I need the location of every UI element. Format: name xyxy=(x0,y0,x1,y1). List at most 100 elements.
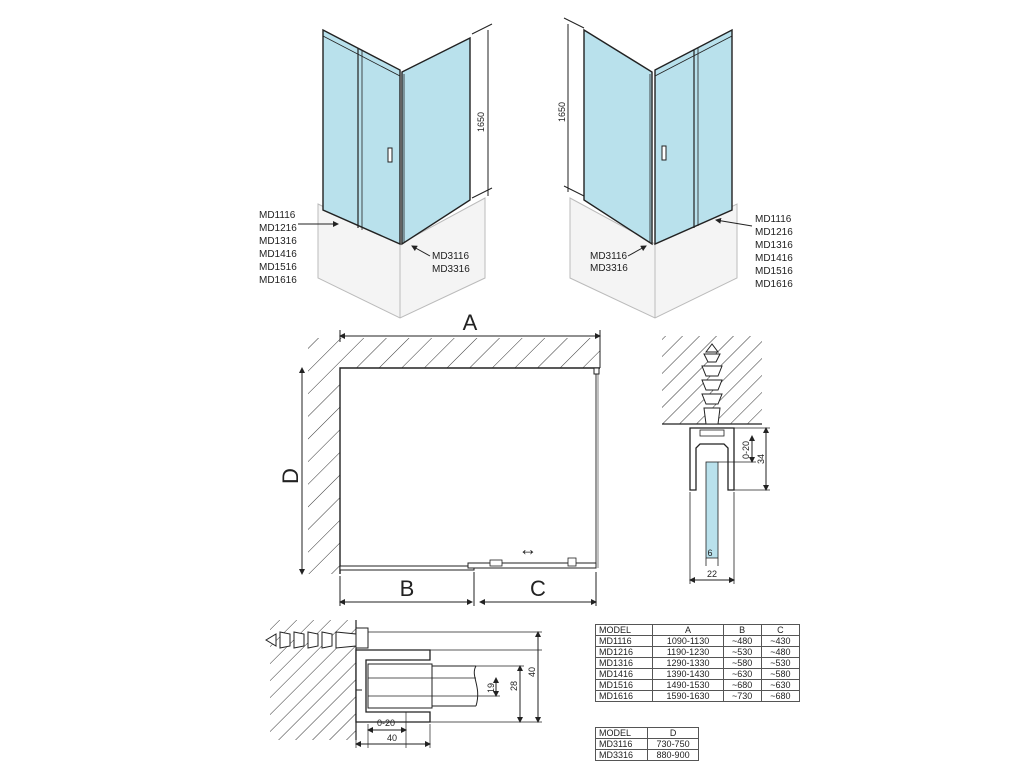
svg-text:MD3316: MD3316 xyxy=(590,263,628,274)
dimension-a: A xyxy=(463,310,478,335)
depth-19-dim: 19 xyxy=(486,683,496,693)
door-model-list-left: MD1116 MD1216 MD1316 MD1416 MD1516 MD161… xyxy=(259,210,297,286)
table-row: MD1316 1290-1330 ~580 ~530 xyxy=(594,657,801,669)
table-cell: 1590-1630 xyxy=(652,690,724,702)
svg-text:MD1316: MD1316 xyxy=(755,240,793,251)
profile-adjust-dim: 0-20 xyxy=(741,441,751,459)
svg-text:MD1516: MD1516 xyxy=(755,266,793,277)
table-cell: ~730 xyxy=(722,690,762,702)
svg-text:MD1116: MD1116 xyxy=(259,210,296,221)
table-row: MD1516 1490-1530 ~680 ~630 xyxy=(594,679,801,691)
depth-28-dim: 28 xyxy=(509,681,519,691)
table-cell: MD1416 xyxy=(594,668,654,680)
table-cell: MD3316 xyxy=(594,749,649,761)
table-row: MD1416 1390-1430 ~630 ~580 xyxy=(594,668,801,680)
svg-text:MD1416: MD1416 xyxy=(259,249,297,260)
door-handle-right xyxy=(661,145,667,161)
back-wall-hatch xyxy=(308,338,600,368)
svg-text:MD3116: MD3116 xyxy=(590,251,627,262)
dimension-c: C xyxy=(530,576,546,601)
column-header: A xyxy=(652,624,724,636)
svg-text:MD3316: MD3316 xyxy=(432,264,470,275)
table-row: MD1116 1090-1130 ~480 ~430 xyxy=(594,635,801,647)
table-cell: MD1316 xyxy=(594,657,654,669)
column-header: MODEL xyxy=(594,727,649,739)
wall-model-list-left: MD3116 MD3316 xyxy=(432,251,470,275)
svg-text:MD1116: MD1116 xyxy=(755,214,792,225)
dimension-b: B xyxy=(400,576,415,601)
table-cell: 1490-1530 xyxy=(652,679,724,691)
svg-text:MD1416: MD1416 xyxy=(755,253,793,264)
table-cell: ~680 xyxy=(722,679,762,691)
vertical-profile-detail: 34 0-20 6 22 xyxy=(662,336,770,584)
wall-anchor-plug xyxy=(701,343,723,425)
svg-text:MD3116: MD3116 xyxy=(432,251,469,262)
svg-text:MD1516: MD1516 xyxy=(259,262,297,273)
glass-door-panel-left xyxy=(322,28,401,246)
column-header: MODEL xyxy=(594,624,654,636)
table-cell: ~680 xyxy=(760,690,801,702)
table-cell: 880-900 xyxy=(647,749,699,761)
left-isometric-view: 1650 MD1116 MD1216 MD1316 MD1416 MD1516 … xyxy=(259,23,493,319)
table-cell: ~530 xyxy=(722,646,762,658)
svg-text:MD1216: MD1216 xyxy=(259,223,297,234)
height-dimension-right: 1650 xyxy=(557,102,567,122)
profile-width-dim: 22 xyxy=(707,569,717,579)
glass-side-wall-left xyxy=(401,36,471,246)
table-cell: ~630 xyxy=(722,668,762,680)
table-row: MD3116 730-750 xyxy=(594,738,699,750)
table-cell: ~530 xyxy=(760,657,801,669)
wall-model-list-right: MD3116 MD3316 xyxy=(590,251,628,274)
table-cell: 1090-1130 xyxy=(652,635,724,647)
svg-text:MD1616: MD1616 xyxy=(755,279,793,290)
table-cell: MD1116 xyxy=(594,635,654,647)
table-cell: MD1516 xyxy=(594,679,654,691)
slide-direction-arrow: ↔ xyxy=(519,539,537,559)
dimension-d: D xyxy=(278,468,303,484)
aluminium-profile xyxy=(689,427,735,491)
horizontal-profile-detail: 19 28 40 0-20 40 xyxy=(265,620,542,748)
side-wall-hatch xyxy=(308,368,340,574)
fixed-door-rail xyxy=(339,565,475,571)
column-header: D xyxy=(647,727,699,739)
horizontal-aluminium-profile xyxy=(355,649,431,723)
table-cell: ~430 xyxy=(760,635,801,647)
wall-anchor-plug-horizontal xyxy=(265,631,357,649)
glass-edge xyxy=(705,461,719,559)
door-model-list-right: MD1116 MD1216 MD1316 MD1416 MD1516 MD161… xyxy=(755,214,793,290)
table-header-row: MODEL D xyxy=(594,727,699,739)
column-header: B xyxy=(722,624,762,636)
table-cell: ~480 xyxy=(722,635,762,647)
depth-40-dim: 40 xyxy=(527,667,537,677)
table-cell: MD1616 xyxy=(594,690,654,702)
table-cell: 1290-1330 xyxy=(652,657,724,669)
table-cell: ~580 xyxy=(760,668,801,680)
adjust-0-20-dim: 0-20 xyxy=(377,718,395,728)
table-cell: ~580 xyxy=(722,657,762,669)
table-cell: MD3116 xyxy=(594,738,649,750)
door-handle-left xyxy=(387,147,393,163)
table-row: MD3316 880-900 xyxy=(594,749,699,761)
table-cell: 730-750 xyxy=(647,738,699,750)
table-header-row: MODEL A B C xyxy=(594,624,801,636)
column-header: C xyxy=(760,624,801,636)
right-isometric-view: 1650 MD3116 MD3316 MD1116 MD1216 MD1316 … xyxy=(557,17,793,319)
table-cell: 1190-1230 xyxy=(652,646,724,658)
glass-side-wall-right xyxy=(583,28,653,246)
svg-text:MD1216: MD1216 xyxy=(755,227,793,238)
svg-text:MD1616: MD1616 xyxy=(259,275,297,286)
table-row: MD1216 1190-1230 ~530 ~480 xyxy=(594,646,801,658)
table-cell: ~630 xyxy=(760,679,801,691)
wall-dimensions-table: MODEL D MD3116 730-750 MD3316 880-900 xyxy=(594,727,699,761)
glass-thickness-dim: 6 xyxy=(707,548,712,558)
door-dimensions-table: MODEL A B C MD1116 1090-1130 ~480 ~430 M… xyxy=(594,624,801,702)
table-row: MD1616 1590-1630 ~730 ~680 xyxy=(594,690,801,702)
table-cell: ~480 xyxy=(760,646,801,658)
height-dimension-left: 1650 xyxy=(476,112,486,132)
profile-height-dim: 34 xyxy=(756,454,766,464)
table-cell: 1390-1430 xyxy=(652,668,724,680)
svg-text:MD1316: MD1316 xyxy=(259,236,297,247)
width-40-dim: 40 xyxy=(387,733,397,743)
sliding-door-rail xyxy=(467,562,597,569)
